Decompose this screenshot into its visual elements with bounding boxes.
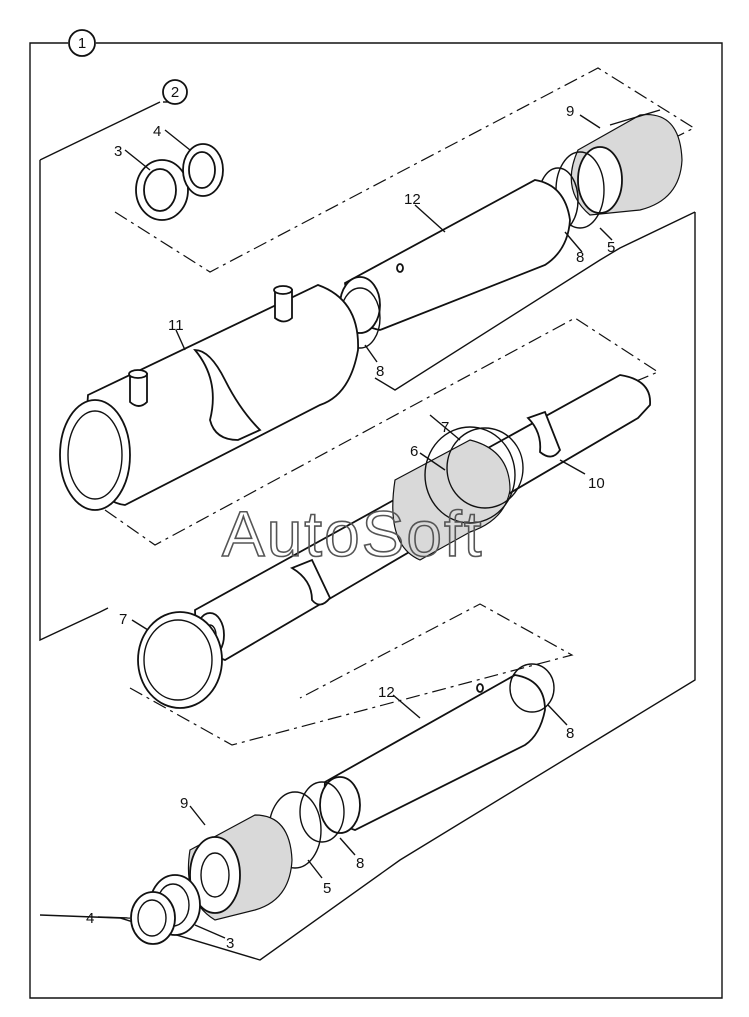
gland-nut-top [570, 109, 683, 216]
callout-8-top-a: 8 [576, 249, 584, 266]
callout-8-bottom-a: 8 [566, 725, 574, 742]
callout-11: 11 [168, 317, 184, 334]
piston-seal-left [137, 611, 223, 709]
callout-10: 10 [588, 475, 605, 492]
outer-frame [29, 42, 723, 999]
spacer-tube-top [339, 179, 571, 334]
callout-5-top: 5 [607, 239, 615, 256]
seal-ring-top [135, 159, 189, 221]
watermark: AutoSoft [222, 498, 484, 570]
wiper-ring-top [182, 143, 224, 197]
dashed-guide-low [129, 603, 574, 746]
subassembly-callout: 2 [162, 79, 188, 105]
callout-9-top: 9 [566, 103, 574, 120]
assembly-label: 1 [78, 35, 86, 52]
callout-6: 6 [410, 443, 418, 460]
dashed-guide-top [114, 67, 696, 273]
gland-nut-bottom [187, 814, 293, 921]
callout-4-bottom: 4 [86, 910, 94, 927]
o-ring-bottom-right [509, 663, 555, 713]
assembly-callout: 1 [68, 29, 96, 57]
callout-8-bottom-b: 8 [356, 855, 364, 872]
callout-3-top: 3 [114, 143, 122, 160]
subassembly-label: 2 [171, 84, 179, 101]
callout-4-top: 4 [153, 123, 161, 140]
callout-9-bottom: 9 [180, 795, 188, 812]
callout-7-mid: 7 [441, 419, 449, 436]
group-bracket-main [39, 160, 109, 642]
spacer-tube-bottom [319, 674, 546, 834]
piston-head [392, 426, 524, 561]
group-bracket-right [374, 211, 696, 391]
wiper-ring-bottom [130, 891, 176, 945]
callout-3-bottom: 3 [226, 935, 234, 952]
callout-5-bottom: 5 [323, 880, 331, 897]
cylinder-barrel [59, 284, 359, 511]
group-bracket-top [39, 101, 161, 161]
callout-7-left: 7 [119, 611, 127, 628]
callout-12-top: 12 [404, 191, 421, 208]
callout-8-top-b: 8 [376, 363, 384, 380]
o-ring-bottom-8 [299, 781, 345, 843]
dashed-guide-mid [104, 317, 660, 546]
callout-12-bottom: 12 [378, 684, 395, 701]
